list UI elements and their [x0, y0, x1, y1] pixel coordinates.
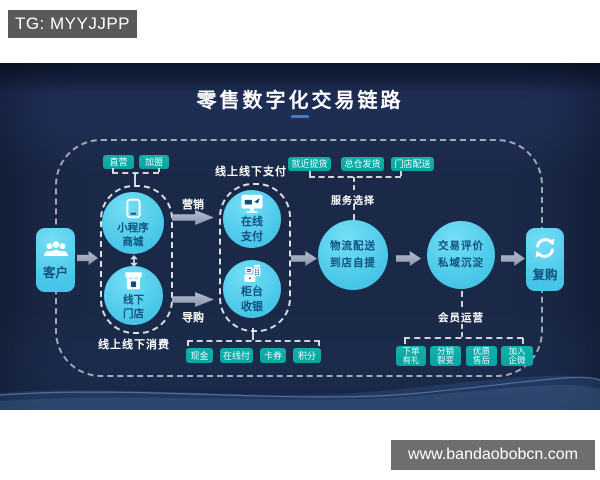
connector-dash [252, 328, 254, 340]
connector-dash [134, 173, 136, 185]
payment-group-box [219, 183, 291, 332]
repurchase-label: 复购 [532, 268, 558, 282]
connector-dash [461, 291, 463, 307]
cash-register-icon [244, 264, 261, 282]
online-payment-label-line2: 支付 [241, 230, 263, 243]
online-payment-node: 在线 支付 [223, 190, 281, 248]
storefront-icon [125, 271, 142, 289]
connector-dash [187, 341, 189, 346]
pay-tag-points: 积分 [293, 348, 321, 363]
member-tag-line2: 售后 [472, 355, 490, 365]
review-label-line1: 交易评价 [438, 240, 484, 252]
logistics-delivery-node: 物流配送 到店自提 [318, 220, 388, 290]
pay-tag-coupon: 卡券 [260, 348, 286, 363]
member-tag-line1: 分销 [436, 345, 454, 356]
counter-cashier-label-line2: 收银 [241, 300, 263, 313]
flow-diagram: 零售数字化交易链路 客户 直营 加盟 [0, 63, 600, 410]
connector-dash [353, 204, 355, 220]
customer-label: 客户 [42, 265, 68, 280]
member-tag-order-gift: 下单 有礼 [396, 346, 426, 366]
connector-dash [112, 168, 114, 172]
guide-label: 导购 [182, 312, 204, 324]
telegram-badge: TG: MYYJJPP [8, 10, 137, 38]
connector-dash [404, 338, 406, 344]
connector-dash [309, 171, 311, 176]
counter-cashier-label-line1: 柜台 [241, 285, 263, 298]
offline-store-node: 线下 门店 [104, 266, 163, 325]
member-tag-line1: 加入 [508, 345, 526, 356]
diagram-title: 零售数字化交易链路 [196, 90, 404, 112]
member-operation-label: 会员运营 [438, 312, 484, 324]
service-tag-warehouse-ship: 总仓发货 [341, 157, 384, 171]
customers-group-icon [43, 240, 68, 256]
review-label-line2: 私域沉淀 [438, 257, 484, 269]
repurchase-node: 复购 [526, 228, 564, 291]
member-tag-aftersales: 优质 售后 [466, 346, 497, 366]
connector-dash [461, 324, 463, 337]
counter-cashier-node: 柜台 收银 [223, 260, 281, 318]
member-tag-distribution: 分销 裂变 [430, 346, 461, 366]
offline-store-label-line2: 门店 [123, 307, 144, 320]
customer-node: 客户 [36, 228, 75, 292]
logistics-label-line1: 物流配送 [330, 240, 376, 252]
two-way-arrow-icon [130, 255, 138, 267]
connector-dash [309, 176, 401, 178]
refresh-cycle-icon [535, 238, 555, 258]
payment-group-label: 线上线下支付 [215, 166, 287, 178]
member-tag-line1: 优质 [472, 345, 490, 356]
connector-dash [318, 341, 320, 346]
member-tag-line1: 下单 [402, 345, 420, 356]
mini-program-mall-node: 小程序 商城 [102, 192, 164, 254]
tablet-icon [125, 198, 141, 218]
member-tag-line2: 有礼 [402, 355, 420, 365]
pay-tag-online: 在线付 [220, 348, 253, 363]
consume-group-box [100, 185, 173, 334]
online-payment-label-line1: 在线 [241, 215, 263, 228]
member-tag-line2: 企微 [508, 355, 526, 365]
connector-dash [187, 340, 320, 342]
title-underline [291, 115, 309, 118]
marketing-label: 营销 [182, 199, 204, 211]
mini-program-label-line1: 小程序 [117, 221, 149, 234]
logistics-label-line2: 到店自提 [330, 257, 376, 269]
channel-tag-franchise: 加盟 [139, 155, 169, 169]
service-selection-label: 服务选择 [331, 196, 375, 207]
connector-dash [353, 177, 355, 190]
offline-store-label-line1: 线下 [123, 293, 144, 306]
trade-review-node: 交易评价 私域沉淀 [427, 221, 495, 289]
connector-dash [158, 168, 160, 172]
channel-tag-direct: 直营 [103, 155, 134, 169]
service-tag-store-delivery: 门店配送 [391, 157, 434, 171]
monitor-payment-icon [241, 194, 263, 213]
connector-dash [400, 171, 402, 176]
watermark: www.bandaobobcn.com [391, 440, 595, 470]
service-tag-nearby-pickup: 就近提货 [288, 157, 331, 171]
mini-program-label-line2: 商城 [122, 235, 144, 248]
connector-dash [404, 337, 523, 339]
member-tag-join-wecom: 加入 企微 [501, 346, 533, 366]
member-tag-line2: 裂变 [436, 355, 454, 365]
connector-dash [522, 338, 524, 344]
background-waves-decoration [0, 375, 600, 410]
consume-caption: 线上线下消费 [98, 339, 170, 351]
pay-tag-cash: 现金 [186, 348, 213, 363]
